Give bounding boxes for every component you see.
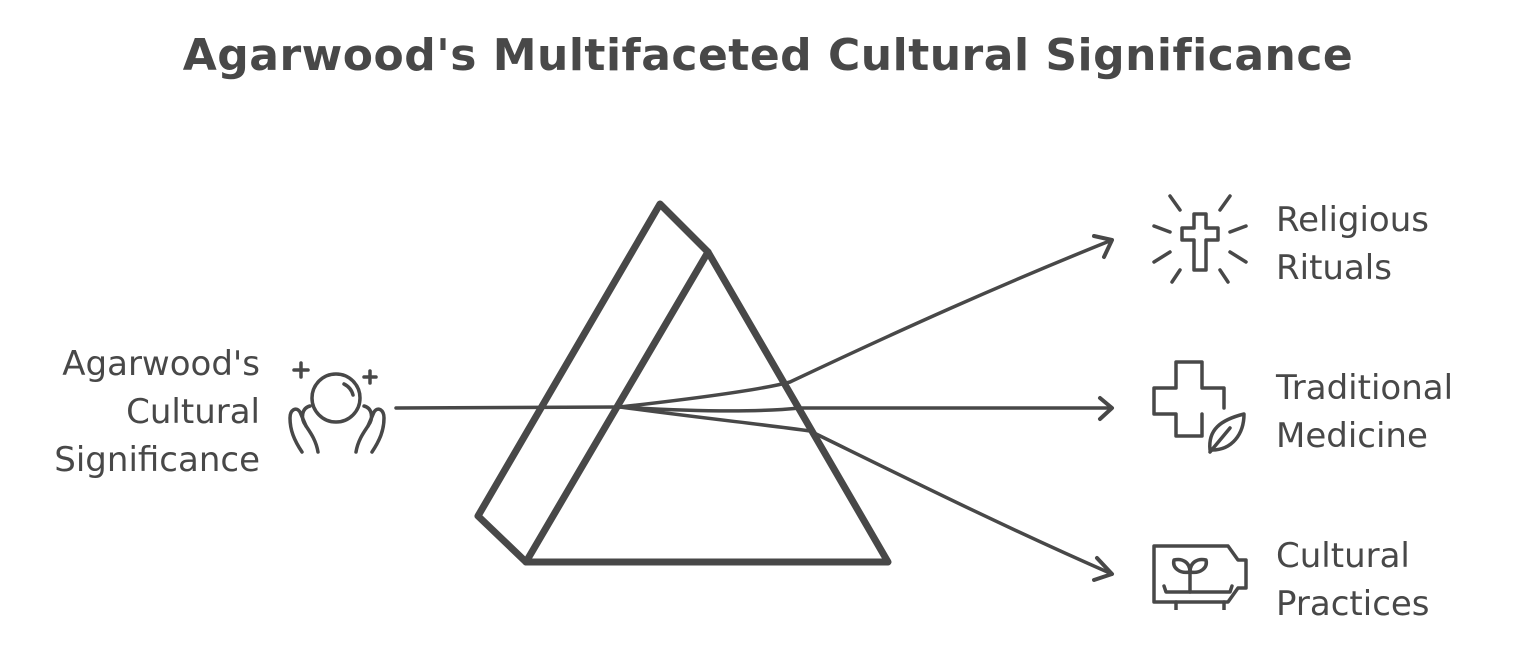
output-label-line-2: Rituals bbox=[1276, 248, 1392, 288]
output-label-line-1: Traditional bbox=[1276, 368, 1454, 408]
output-label-line-2: Medicine bbox=[1276, 416, 1428, 456]
diagram-title: Agarwood's Multifaceted Cultural Signifi… bbox=[182, 30, 1354, 81]
source-label-line-3: Significance bbox=[54, 440, 260, 480]
medical-cross-leaf-icon bbox=[1152, 360, 1246, 454]
beam-to-religious bbox=[618, 238, 1114, 409]
radiant-cross-icon bbox=[1152, 194, 1248, 284]
arrowhead-religious bbox=[1092, 234, 1114, 259]
beam-to-medicine bbox=[618, 405, 1114, 413]
arrowhead-practices bbox=[1092, 556, 1114, 582]
output-label-line-1: Cultural bbox=[1276, 536, 1410, 576]
source-label-line-1: Agarwood's bbox=[62, 344, 260, 384]
output-label-line-2: Practices bbox=[1276, 584, 1430, 624]
beam-to-practices bbox=[618, 405, 1114, 576]
hands-holding-orb-icon bbox=[288, 361, 386, 454]
prism-front bbox=[522, 248, 892, 566]
output-label-cultural-practices: Cultural Practices bbox=[1276, 532, 1526, 628]
source-label: Agarwood's Cultural Significance bbox=[20, 340, 260, 484]
source-label-line-2: Cultural bbox=[126, 392, 260, 432]
prism-side-face bbox=[474, 200, 712, 566]
arrowhead-medicine bbox=[1098, 396, 1114, 421]
output-label-line-1: Religious bbox=[1276, 200, 1429, 240]
incoming-beam bbox=[394, 405, 622, 410]
bottle-with-sprout-icon bbox=[1152, 544, 1248, 610]
output-label-religious-rituals: Religious Rituals bbox=[1276, 196, 1526, 292]
output-label-traditional-medicine: Traditional Medicine bbox=[1276, 364, 1526, 460]
